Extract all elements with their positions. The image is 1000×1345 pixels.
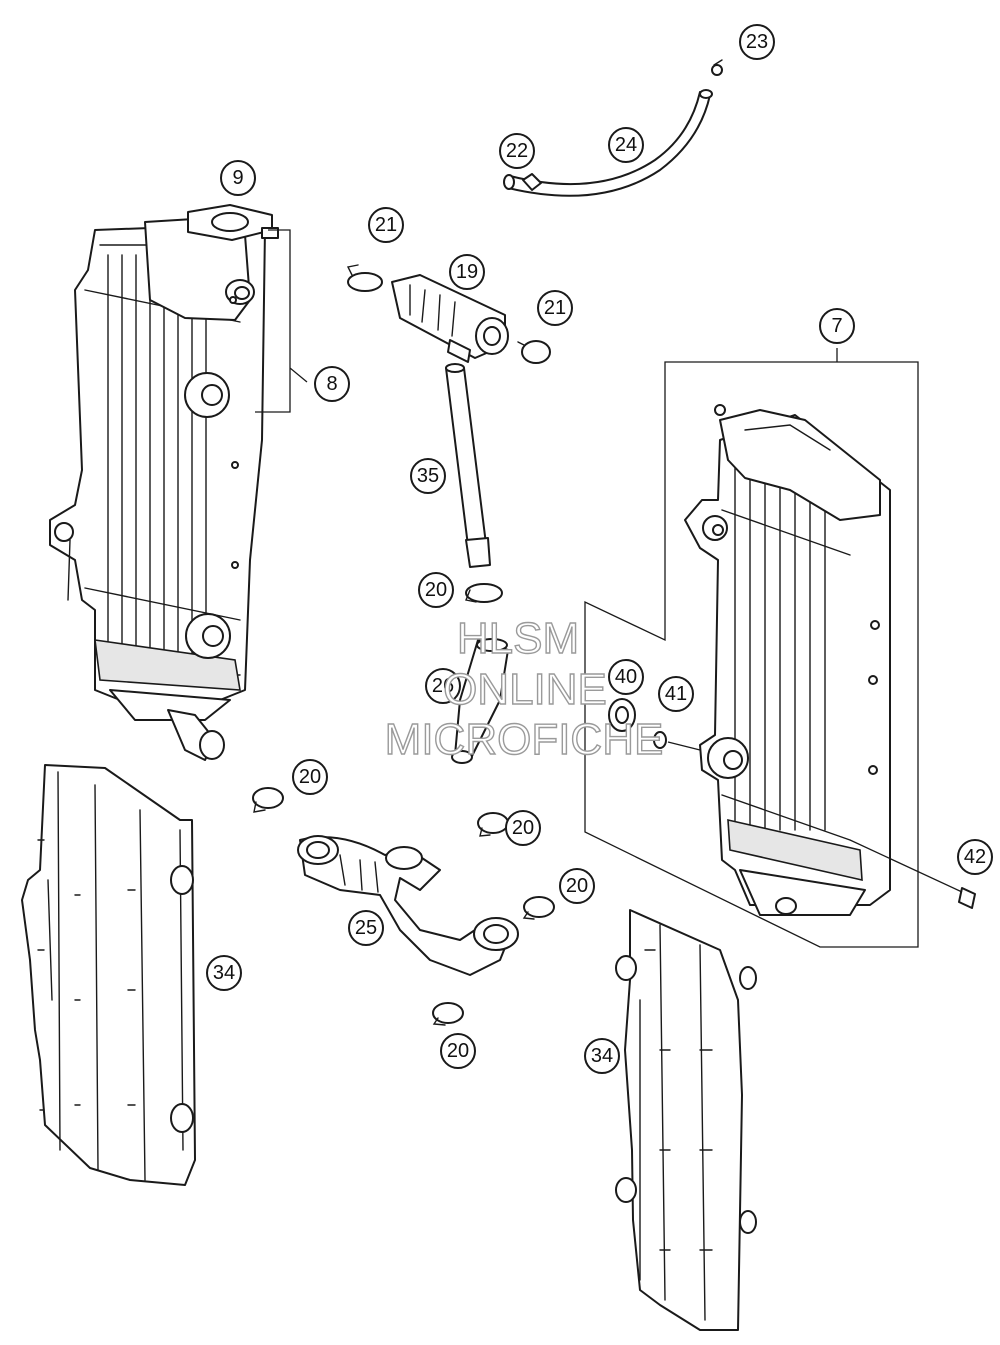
hose-clamp-bottom <box>432 1002 464 1026</box>
short-coolant-hose <box>451 638 509 764</box>
svg-text:20: 20 <box>566 875 588 897</box>
svg-text:20: 20 <box>512 817 534 839</box>
callout-25: 25 <box>348 910 384 946</box>
callout-20-bottom: 20 <box>440 1033 476 1069</box>
callout-20-right: 20 <box>559 868 595 904</box>
watermark-line-1: HLSM <box>457 614 579 663</box>
hose-clamp-below-pipe <box>465 583 503 603</box>
right-radiator <box>684 404 891 916</box>
hose-clamp-middle <box>477 812 509 837</box>
callout-23: 23 <box>739 24 775 60</box>
hose-clamp-upper-left <box>346 264 383 292</box>
callout-35: 35 <box>410 458 446 494</box>
svg-text:21: 21 <box>544 297 566 319</box>
callout-22: 22 <box>499 133 535 169</box>
svg-text:34: 34 <box>213 962 235 984</box>
svg-text:7: 7 <box>831 315 842 337</box>
coolant-pipe <box>445 363 491 568</box>
rubber-grommet <box>608 698 636 732</box>
watermark-line-2: ONLINE <box>443 665 607 714</box>
watermark: HLSM ONLINE MICROFICHE <box>384 613 664 764</box>
svg-text:41: 41 <box>665 683 687 705</box>
callout-9: 9 <box>220 160 256 196</box>
callout-34-left: 34 <box>206 955 242 991</box>
left-radiator <box>49 217 266 761</box>
svg-text:24: 24 <box>615 134 637 156</box>
svg-text:19: 19 <box>456 261 478 283</box>
right-radiator-fins <box>734 445 826 831</box>
callout-26: 26 <box>425 668 461 704</box>
svg-text:20: 20 <box>447 1040 469 1062</box>
y-coolant-hose <box>297 835 519 976</box>
hose-clamp-upper-right <box>517 340 551 364</box>
callout-20-left: 20 <box>292 759 328 795</box>
svg-text:22: 22 <box>506 140 528 162</box>
callout-20-below-pipe: 20 <box>418 572 454 608</box>
callout-20-middle: 20 <box>505 810 541 846</box>
radiator-cap <box>187 204 279 241</box>
svg-text:35: 35 <box>417 465 439 487</box>
watermark-line-3: MICROFICHE <box>385 715 664 764</box>
svg-text:25: 25 <box>355 917 377 939</box>
callout-8: 8 <box>314 366 350 402</box>
thermostat-housing <box>391 274 509 363</box>
callout-41: 41 <box>658 676 694 712</box>
hose-clamp-left <box>252 787 284 813</box>
svg-text:42: 42 <box>964 846 986 868</box>
callout-21-upper-left: 21 <box>368 207 404 243</box>
svg-text:34: 34 <box>591 1045 613 1067</box>
callout-40: 40 <box>608 659 644 695</box>
callout-24: 24 <box>608 127 644 163</box>
svg-text:20: 20 <box>425 579 447 601</box>
left-radiator-guard <box>21 764 196 1186</box>
callout-42: 42 <box>957 839 993 875</box>
svg-text:26: 26 <box>432 675 454 697</box>
breather-hose <box>503 59 723 197</box>
callout-21-upper-right: 21 <box>537 290 573 326</box>
svg-text:9: 9 <box>232 167 243 189</box>
svg-text:21: 21 <box>375 214 397 236</box>
callout-34-right: 34 <box>584 1038 620 1074</box>
callout-19: 19 <box>449 254 485 290</box>
svg-text:23: 23 <box>746 31 768 53</box>
hose-clamp-right <box>522 896 555 920</box>
left-radiator-group-bracket <box>255 229 308 413</box>
bolt <box>849 839 976 909</box>
washer <box>653 731 667 749</box>
left-radiator-fins <box>107 254 207 661</box>
svg-text:20: 20 <box>299 766 321 788</box>
right-radiator-guard <box>615 909 757 1331</box>
callout-7: 7 <box>819 308 855 344</box>
svg-text:40: 40 <box>615 666 637 688</box>
svg-text:8: 8 <box>326 373 337 395</box>
right-radiator-group-box <box>584 348 919 948</box>
